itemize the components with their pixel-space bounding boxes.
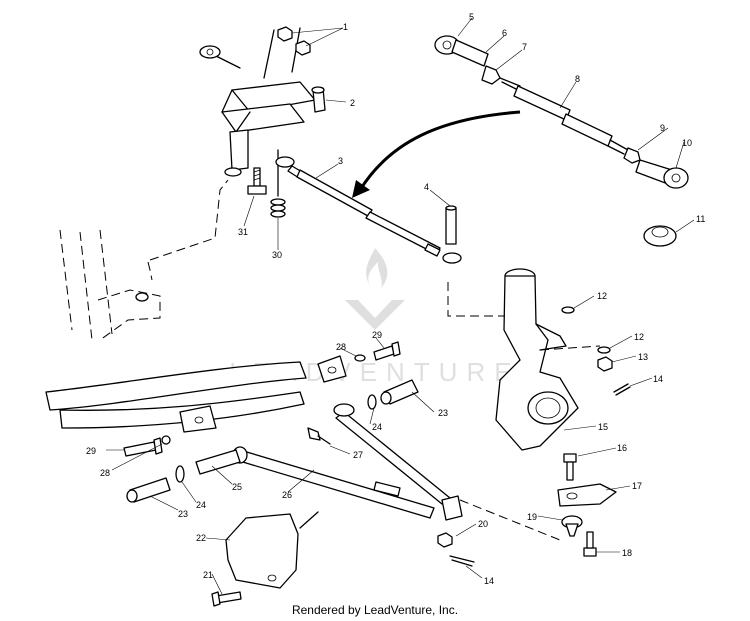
callout-28: 28	[100, 468, 110, 478]
callout-27: 27	[353, 450, 363, 460]
callout-15: 15	[598, 422, 608, 432]
callout-6: 6	[502, 28, 507, 38]
tie-rod	[275, 156, 462, 264]
bolt-part-21	[211, 591, 242, 607]
callout-20: 20	[478, 519, 488, 529]
callout-17: 17	[632, 481, 642, 491]
callout-31: 31	[238, 227, 248, 237]
bolt-part-18	[583, 531, 597, 557]
callouts: 1 2 3 4 5 6 7 8 9 10 11 12 12 13 14 15 1…	[86, 12, 705, 586]
callout-3: 3	[338, 156, 343, 166]
callout-28b: 28	[336, 342, 346, 352]
strut-bracket	[199, 27, 326, 177]
bolt-part-31	[247, 167, 267, 195]
washer-part-28b	[161, 435, 171, 445]
washer-part-24b	[175, 465, 185, 483]
bolt-part-29	[373, 341, 401, 361]
bushing-part-11	[643, 225, 677, 247]
callout-14b: 14	[484, 576, 494, 586]
callout-21: 21	[203, 570, 213, 580]
leader-lines	[106, 17, 695, 595]
callout-12: 12	[597, 291, 607, 301]
callout-8: 8	[575, 74, 580, 84]
callout-29: 29	[86, 446, 96, 456]
watermark-logo	[345, 248, 405, 330]
callout-10: 10	[682, 138, 692, 148]
adjuster-rod-assembly	[434, 35, 689, 189]
washer-part-12	[561, 306, 575, 314]
ball-stud-part-20	[437, 495, 463, 548]
frame-outline	[59, 179, 229, 341]
frame-rail	[45, 361, 307, 433]
lower-a-arm	[232, 403, 451, 519]
ball-joint-part-19	[561, 515, 583, 537]
bracket-part-28	[317, 355, 347, 383]
callout-23b: 23	[438, 408, 448, 418]
direction-arrow	[352, 110, 521, 198]
callout-29b: 29	[372, 330, 382, 340]
callout-9: 9	[660, 123, 665, 133]
nut-part-13	[597, 356, 613, 372]
callout-16: 16	[617, 443, 627, 453]
callout-22: 22	[196, 533, 206, 543]
callout-23: 23	[178, 509, 188, 519]
callout-25: 25	[232, 482, 242, 492]
callout-14: 14	[653, 374, 663, 384]
skid-plate-part-22	[225, 511, 319, 589]
callout-24: 24	[196, 500, 206, 510]
callout-12b: 12	[634, 332, 644, 342]
callout-1: 1	[343, 22, 348, 32]
washer-part-24	[367, 394, 377, 410]
tube-part-25	[195, 449, 241, 475]
pin-part-4	[445, 205, 457, 245]
washer-part-12b	[597, 346, 611, 354]
callout-13: 13	[638, 352, 648, 362]
cotter-pin-part-14b	[449, 555, 475, 567]
spring-part-30	[270, 149, 286, 218]
steering-knuckle	[495, 268, 579, 451]
callout-4: 4	[424, 182, 429, 192]
bushing-part-23	[380, 379, 419, 405]
callout-2: 2	[350, 98, 355, 108]
cotter-pin-part-14	[613, 383, 631, 396]
callout-24b: 24	[372, 422, 382, 432]
callout-30: 30	[272, 250, 282, 260]
callout-19: 19	[527, 512, 537, 522]
callout-26: 26	[282, 490, 292, 500]
washer-part-28	[354, 354, 366, 362]
callout-11: 11	[696, 214, 705, 224]
callout-5: 5	[469, 12, 474, 22]
ball-joint-plate-17	[557, 483, 617, 507]
callout-18: 18	[622, 548, 632, 558]
callout-7: 7	[522, 42, 527, 52]
footer-credit: Rendered by LeadVenture, Inc.	[291, 603, 459, 617]
bushing-part-23b	[126, 477, 171, 503]
nut-part-1	[277, 26, 311, 56]
bolt-part-16	[563, 453, 577, 481]
